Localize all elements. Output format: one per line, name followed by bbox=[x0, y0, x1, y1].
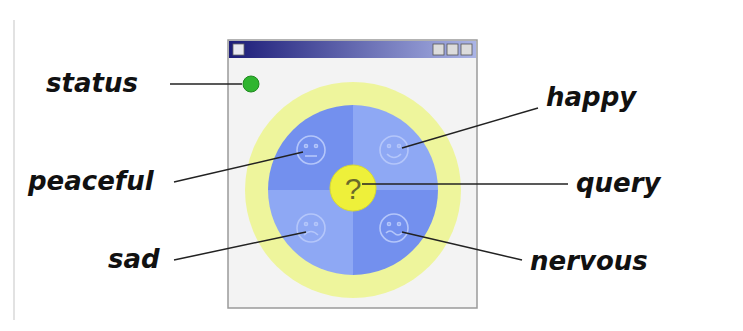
leader-line bbox=[402, 108, 538, 148]
window-icon bbox=[233, 44, 244, 55]
query-button bbox=[330, 165, 376, 211]
callout-label: query bbox=[576, 168, 661, 198]
title-bar bbox=[229, 41, 476, 58]
page-rule bbox=[13, 20, 15, 320]
minimize-button bbox=[433, 44, 444, 55]
leader-line bbox=[402, 232, 522, 260]
leader-line bbox=[362, 183, 568, 185]
status-dot bbox=[243, 76, 259, 92]
nervous-face bbox=[380, 214, 408, 242]
callout-label: sad bbox=[108, 244, 160, 274]
query-symbol: ? bbox=[345, 173, 362, 205]
close-button bbox=[461, 44, 472, 55]
sad-face bbox=[297, 214, 325, 242]
callout-label: status bbox=[46, 68, 138, 98]
callout-label: nervous bbox=[530, 246, 648, 276]
callout-label: peaceful bbox=[28, 166, 154, 196]
happy-face bbox=[380, 136, 408, 164]
peaceful-face bbox=[297, 136, 325, 164]
leader-line bbox=[170, 83, 242, 85]
callout-label: happy bbox=[546, 82, 636, 112]
leader-line bbox=[174, 232, 306, 260]
maximize-button bbox=[447, 44, 458, 55]
window-frame bbox=[228, 40, 477, 308]
outer-ring bbox=[245, 82, 461, 298]
leader-line bbox=[174, 152, 303, 182]
